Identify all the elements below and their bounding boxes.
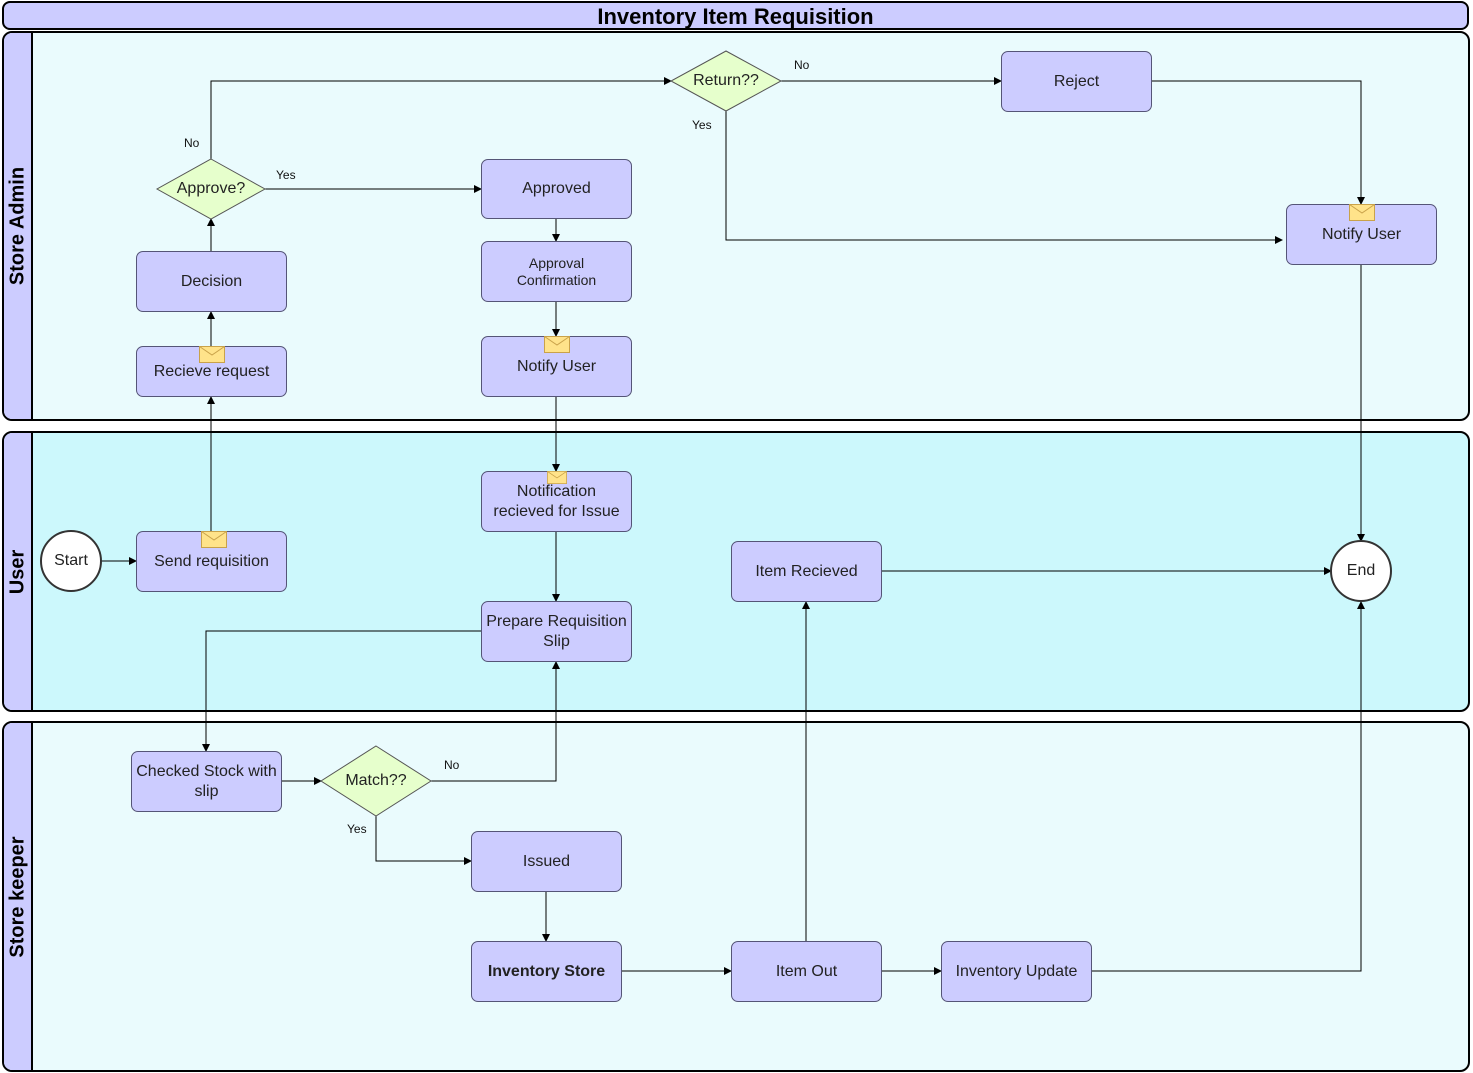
edge-prepare-to-checked <box>202 630 481 752</box>
item-recieved-task[interactable]: Item Recieved <box>731 541 882 602</box>
end-event-label[interactable]: End <box>1346 562 1376 579</box>
envelope-icon <box>199 346 225 363</box>
return-gateway <box>669 50 783 112</box>
item-out-task[interactable]: Item Out <box>731 941 882 1002</box>
return-yes-label: Yes <box>692 118 712 132</box>
match-yes-label: Yes <box>347 822 367 836</box>
match-no-label: No <box>444 758 460 772</box>
envelope-icon <box>547 471 567 484</box>
edge-approve-no <box>210 77 672 159</box>
edge-update-to-end <box>1091 601 1365 972</box>
envelope-icon <box>544 336 570 353</box>
start-event-circle <box>40 530 102 592</box>
end-event-circle <box>1330 540 1392 602</box>
issued-task[interactable]: Issued <box>471 831 622 892</box>
return-no-label: No <box>794 58 810 72</box>
checked-stock-task[interactable]: Checked Stock with slip <box>131 751 282 812</box>
approve-no-label: No <box>184 136 200 150</box>
edge-reject-to-notify <box>1151 80 1365 205</box>
reject-task[interactable]: Reject <box>1001 51 1152 112</box>
decision-task[interactable]: Decision <box>136 251 287 312</box>
approval-confirmation-task[interactable]: Approval Confirmation <box>481 241 632 302</box>
pool-title: Inventory Item Requisition <box>2 1 1469 30</box>
approve-gateway <box>155 158 267 220</box>
inventory-store-task[interactable]: Inventory Store <box>471 941 622 1002</box>
start-event-label[interactable]: Start <box>54 552 88 569</box>
prepare-slip-task[interactable]: Prepare Requisition Slip <box>481 601 632 662</box>
edge-match-no <box>431 661 560 782</box>
approve-yes-label: Yes <box>276 168 296 182</box>
lane-header-store-keeper: Store keeper <box>4 723 33 1070</box>
lane-header-store-admin: Store Admin <box>4 33 33 419</box>
envelope-icon <box>201 531 227 548</box>
envelope-icon <box>1349 204 1375 221</box>
edge-match-yes <box>375 816 472 865</box>
approved-task[interactable]: Approved <box>481 159 632 219</box>
edge-return-yes <box>725 111 1283 244</box>
lane-header-user: User <box>4 433 33 710</box>
match-gateway <box>320 745 432 817</box>
inventory-update-task[interactable]: Inventory Update <box>941 941 1092 1002</box>
